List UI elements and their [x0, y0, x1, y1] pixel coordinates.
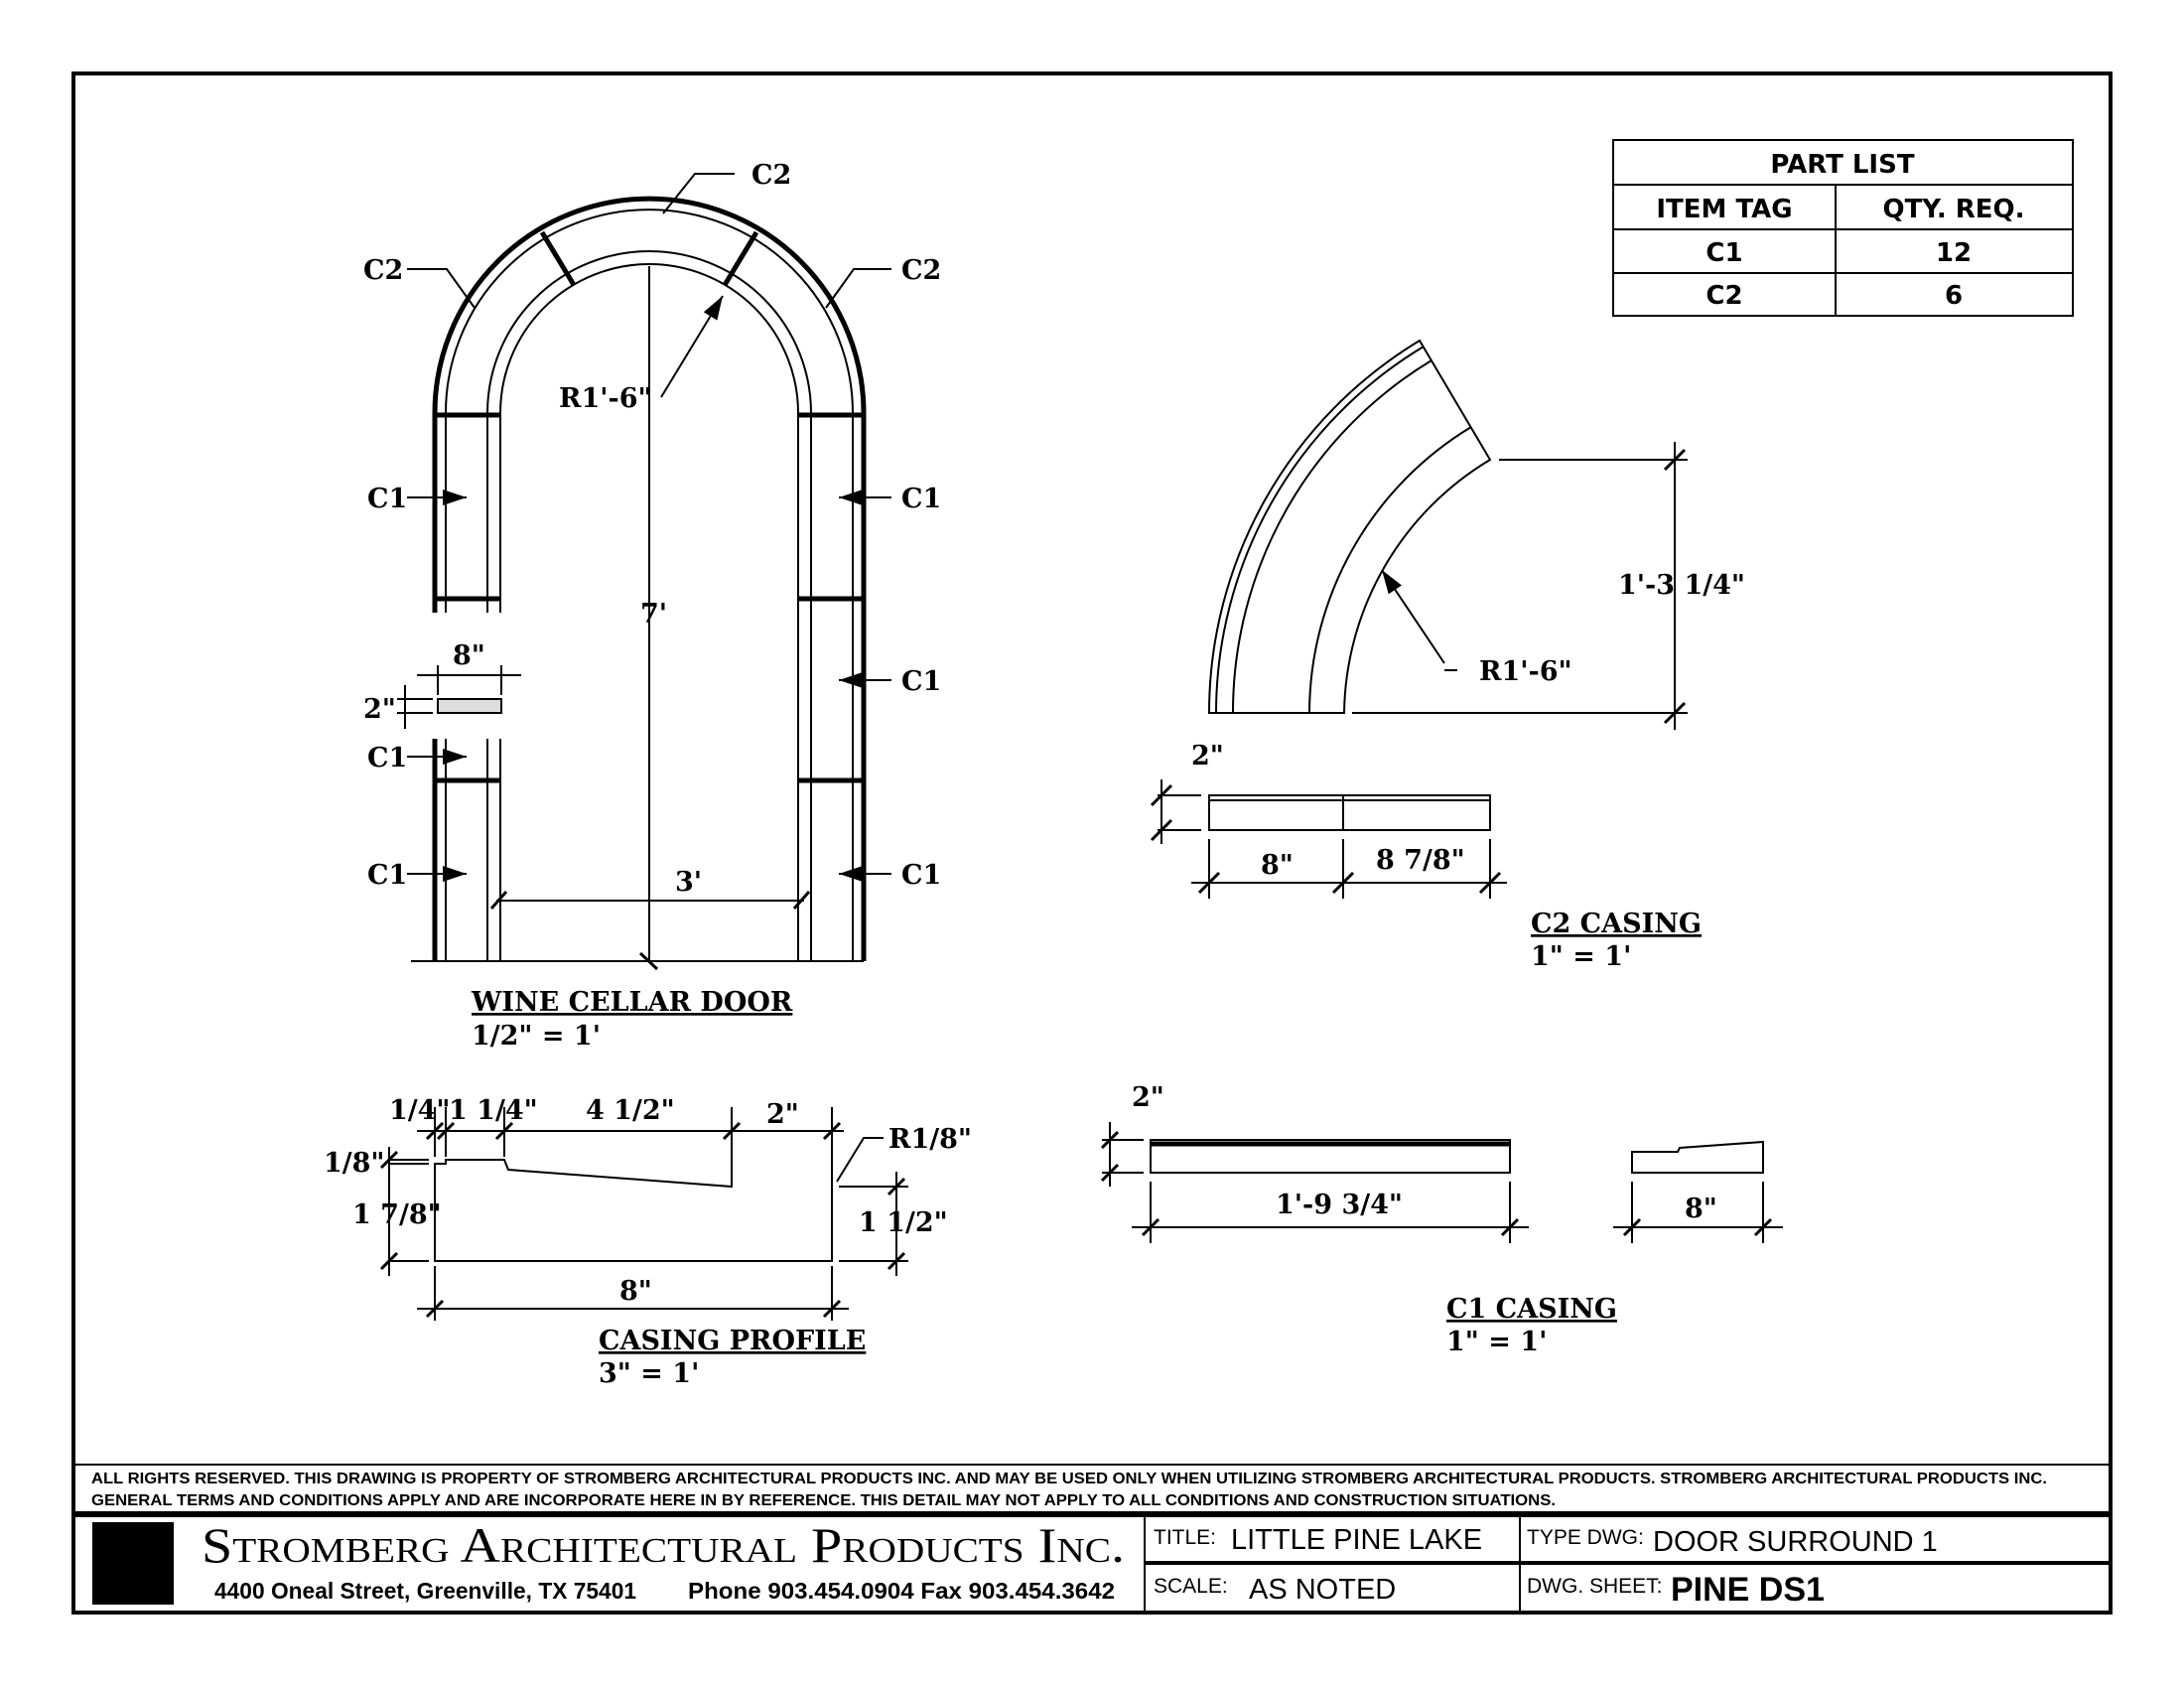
label-c2: C2	[363, 255, 403, 286]
c2-thickness-label: 2"	[1191, 741, 1224, 772]
c1-casing-scale: 1" = 1'	[1446, 1327, 1547, 1357]
type-dwg-label: TYPE DWG:	[1527, 1526, 1644, 1549]
profile-dim-a: 1/4"	[389, 1095, 451, 1126]
profile-dim-d: 2"	[766, 1099, 799, 1130]
legal-notes: ALL RIGHTS RESERVED. THIS DRAWING IS PRO…	[73, 1464, 2111, 1509]
company-name: Stromberg Architectural Products Inc.	[202, 1517, 1125, 1573]
profile-width: 8"	[619, 1276, 652, 1307]
row-qty: 12	[1936, 238, 1972, 268]
title-label: TITLE:	[1154, 1526, 1216, 1549]
c1-width-label: 8"	[1685, 1194, 1717, 1224]
part-list-table: PART LIST ITEM TAG QTY. REQ. C1 12 C2 6	[1612, 139, 2074, 317]
sheet-border	[71, 71, 2113, 1615]
c1-length-label: 1'-9 3/4"	[1276, 1190, 1403, 1220]
c2-width-label: 8"	[1261, 850, 1294, 881]
width-label: 3'	[675, 867, 702, 898]
profile-dim-c: 4 1/2"	[586, 1095, 675, 1126]
section-height-label: 2"	[363, 694, 396, 725]
profile-right-height: 1 1/2"	[859, 1207, 948, 1238]
title-block: Stromberg Architectural Products Inc. 44…	[73, 1511, 2111, 1613]
scale-value: AS NOTED	[1249, 1574, 1396, 1606]
wine-cellar-door-title: WINE CELLAR DOOR	[471, 987, 793, 1018]
door-elevation: C2 C2 C2 R1'-6" 7' 3' C1 C1 C1 C1 C1 C1 …	[363, 160, 941, 1052]
c2-casing-title: C2 CASING	[1531, 909, 1702, 939]
type-dwg-value: DOOR SURROUND 1	[1653, 1526, 1938, 1558]
c1-casing-title: C1 CASING	[1446, 1294, 1617, 1325]
c2-length-label: 8 7/8"	[1376, 845, 1465, 876]
profile-left-height: 1 7/8"	[352, 1199, 442, 1230]
profile-step: 1/8"	[324, 1148, 385, 1179]
casing-section	[437, 698, 502, 714]
header-qty: QTY. REQ.	[1882, 195, 2024, 224]
c2-casing-scale: 1" = 1'	[1531, 941, 1631, 972]
row-qty: 6	[1945, 281, 1963, 311]
c1-thickness-label: 2"	[1132, 1082, 1164, 1113]
label-c1: C1	[901, 484, 941, 514]
label-c1: C1	[367, 484, 407, 514]
note-line-1: ALL RIGHTS RESERVED. THIS DRAWING IS PRO…	[91, 1471, 2047, 1487]
c2-casing-detail: 1'-3 1/4" R1'-6" 2" 8" 8 7/8" C2 CASING …	[1150, 339, 1745, 972]
note-line-2: GENERAL TERMS AND CONDITIONS APPLY AND A…	[91, 1492, 1556, 1509]
company-contact: Phone 903.454.0904 Fax 903.454.3642	[688, 1578, 1115, 1604]
section-width-label: 8"	[453, 640, 485, 671]
wine-cellar-door-scale: 1/2" = 1'	[472, 1021, 601, 1052]
dwg-sheet-value: PINE DS1	[1671, 1571, 1825, 1609]
label-c2: C2	[751, 160, 791, 191]
label-c1: C1	[367, 860, 407, 891]
label-c1: C1	[901, 666, 941, 697]
casing-profile-detail: 1/4" 1 1/4" 4 1/2" 2" R1/8" 1/8" 1 7/8" …	[324, 1095, 972, 1389]
casing-profile-title: CASING PROFILE	[599, 1326, 866, 1356]
c1-casing-detail: 2" 1'-9 3/4" 8" C1 CASING 1" = 1'	[1100, 1082, 1783, 1357]
company-logo	[92, 1522, 174, 1605]
label-c2: C2	[901, 255, 941, 286]
company-address: 4400 Oneal Street, Greenville, TX 75401	[214, 1578, 636, 1604]
dwg-sheet-label: DWG. SHEET:	[1527, 1575, 1663, 1598]
scale-label: SCALE:	[1154, 1575, 1228, 1598]
title-value: LITTLE PINE LAKE	[1231, 1524, 1482, 1556]
label-c1: C1	[367, 743, 407, 774]
c2-radius-label: R1'-6"	[1479, 656, 1572, 687]
c2-rise-label: 1'-3 1/4"	[1618, 570, 1745, 601]
profile-radius: R1/8"	[888, 1124, 972, 1155]
header-item-tag: ITEM TAG	[1656, 195, 1792, 224]
profile-dim-b: 1 1/4"	[449, 1095, 538, 1126]
height-label: 7'	[640, 599, 667, 630]
row-tag: C2	[1706, 281, 1742, 311]
casing-profile-scale: 3" = 1'	[599, 1358, 699, 1389]
part-list-title: PART LIST	[1770, 150, 1914, 180]
row-tag: C1	[1706, 238, 1742, 268]
radius-label: R1'-6"	[559, 383, 652, 414]
label-c1: C1	[901, 860, 941, 891]
